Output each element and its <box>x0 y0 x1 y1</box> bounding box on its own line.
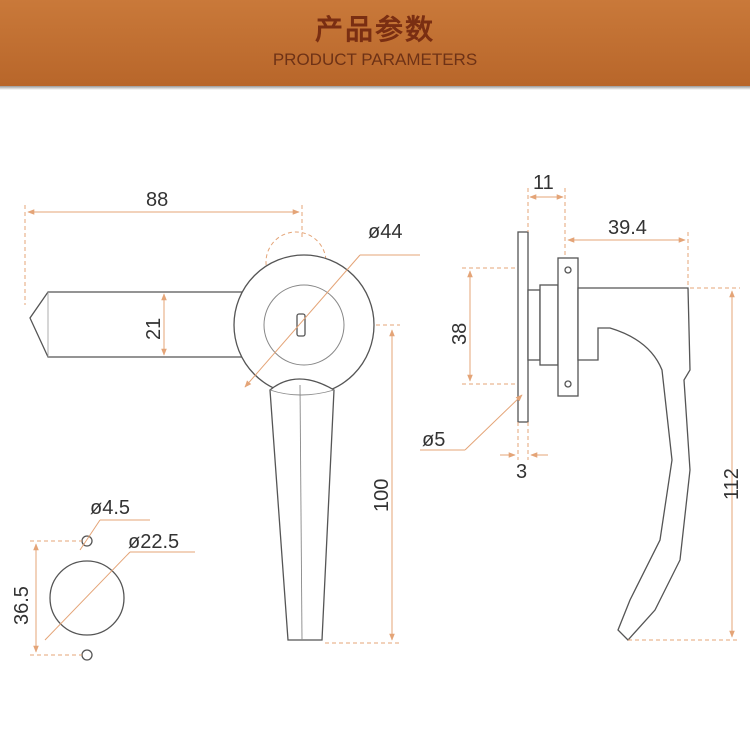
dim-cutout-diameter: ø22.5 <box>128 531 179 553</box>
banner-shadow <box>0 86 750 90</box>
key-slot <box>296 313 306 337</box>
lever <box>269 378 335 641</box>
dim-rose-diameter: ø44 <box>368 221 402 243</box>
dim-39-4: 39.4 <box>608 217 647 239</box>
dim-88: 88 <box>146 189 168 211</box>
rose-inner <box>263 284 345 366</box>
front-dimensions <box>24 205 420 644</box>
cutout-view <box>49 535 125 661</box>
lock-body <box>557 257 579 397</box>
page-subtitle: PRODUCT PARAMETERS <box>272 50 478 69</box>
dim-112: 112 <box>721 468 743 500</box>
cutout-dimensions <box>30 519 195 656</box>
dim-11: 11 <box>533 172 554 194</box>
dim-3: 3 <box>516 461 527 483</box>
mounting-plate <box>517 231 529 423</box>
side-dimensions <box>420 188 740 641</box>
dim-hole-diameter: ø5 <box>422 429 445 451</box>
handle-bar <box>29 291 244 358</box>
dim-small-hole: ø4.5 <box>90 497 130 519</box>
dim-36-5: 36.5 <box>11 586 33 625</box>
side-handle <box>577 287 691 641</box>
header-banner <box>0 0 750 86</box>
small-hole-bottom <box>81 649 93 661</box>
dim-100: 100 <box>371 479 393 512</box>
dim-38: 38 <box>449 323 471 345</box>
side-view <box>517 231 691 641</box>
cutout-circle <box>49 560 125 636</box>
bushing <box>527 289 541 361</box>
dim-21: 21 <box>143 318 165 340</box>
page-title: 产品参数 <box>314 13 435 46</box>
